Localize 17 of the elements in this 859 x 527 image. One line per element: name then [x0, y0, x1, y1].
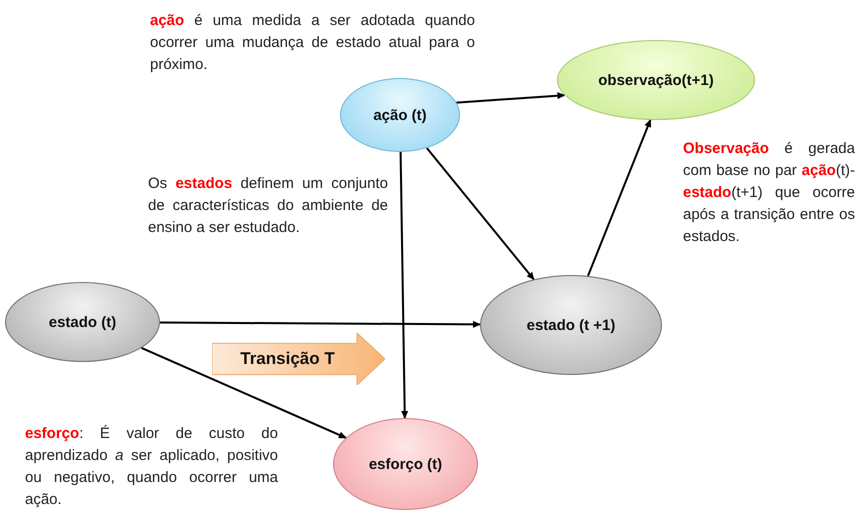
transition-arrow	[212, 333, 385, 385]
node-label: estado (t)	[48, 314, 116, 330]
node-label: estado (t +1)	[526, 316, 616, 334]
arrow	[587, 118, 652, 276]
node-label: ação (t)	[373, 106, 427, 124]
node-label: esforço (t)	[368, 456, 442, 472]
arrow	[141, 346, 347, 439]
note-text: Observação é gerada com base no par ação(t)-estado(t+1) que ocorre após a transição entre os estados.	[683, 139, 855, 247]
node-label: Transição T	[240, 349, 335, 369]
arrow	[426, 147, 535, 280]
arrow	[456, 92, 566, 104]
note-text: ação é uma medida a ser adotada quando ocorrer uma mudança de estado atual para o próximo.	[150, 11, 475, 75]
arrow	[400, 152, 408, 419]
note-text: esforço: É valor de custo do aprendizado a ser aplicado, positivo ou negativo, quando ocorrer uma ação.	[25, 424, 278, 510]
arrow	[160, 320, 481, 328]
note-text: Os estados definem um conjunto de características do ambiente de ensino a ser estudado.	[148, 174, 388, 238]
node-label: observação(t+1)	[598, 72, 714, 88]
